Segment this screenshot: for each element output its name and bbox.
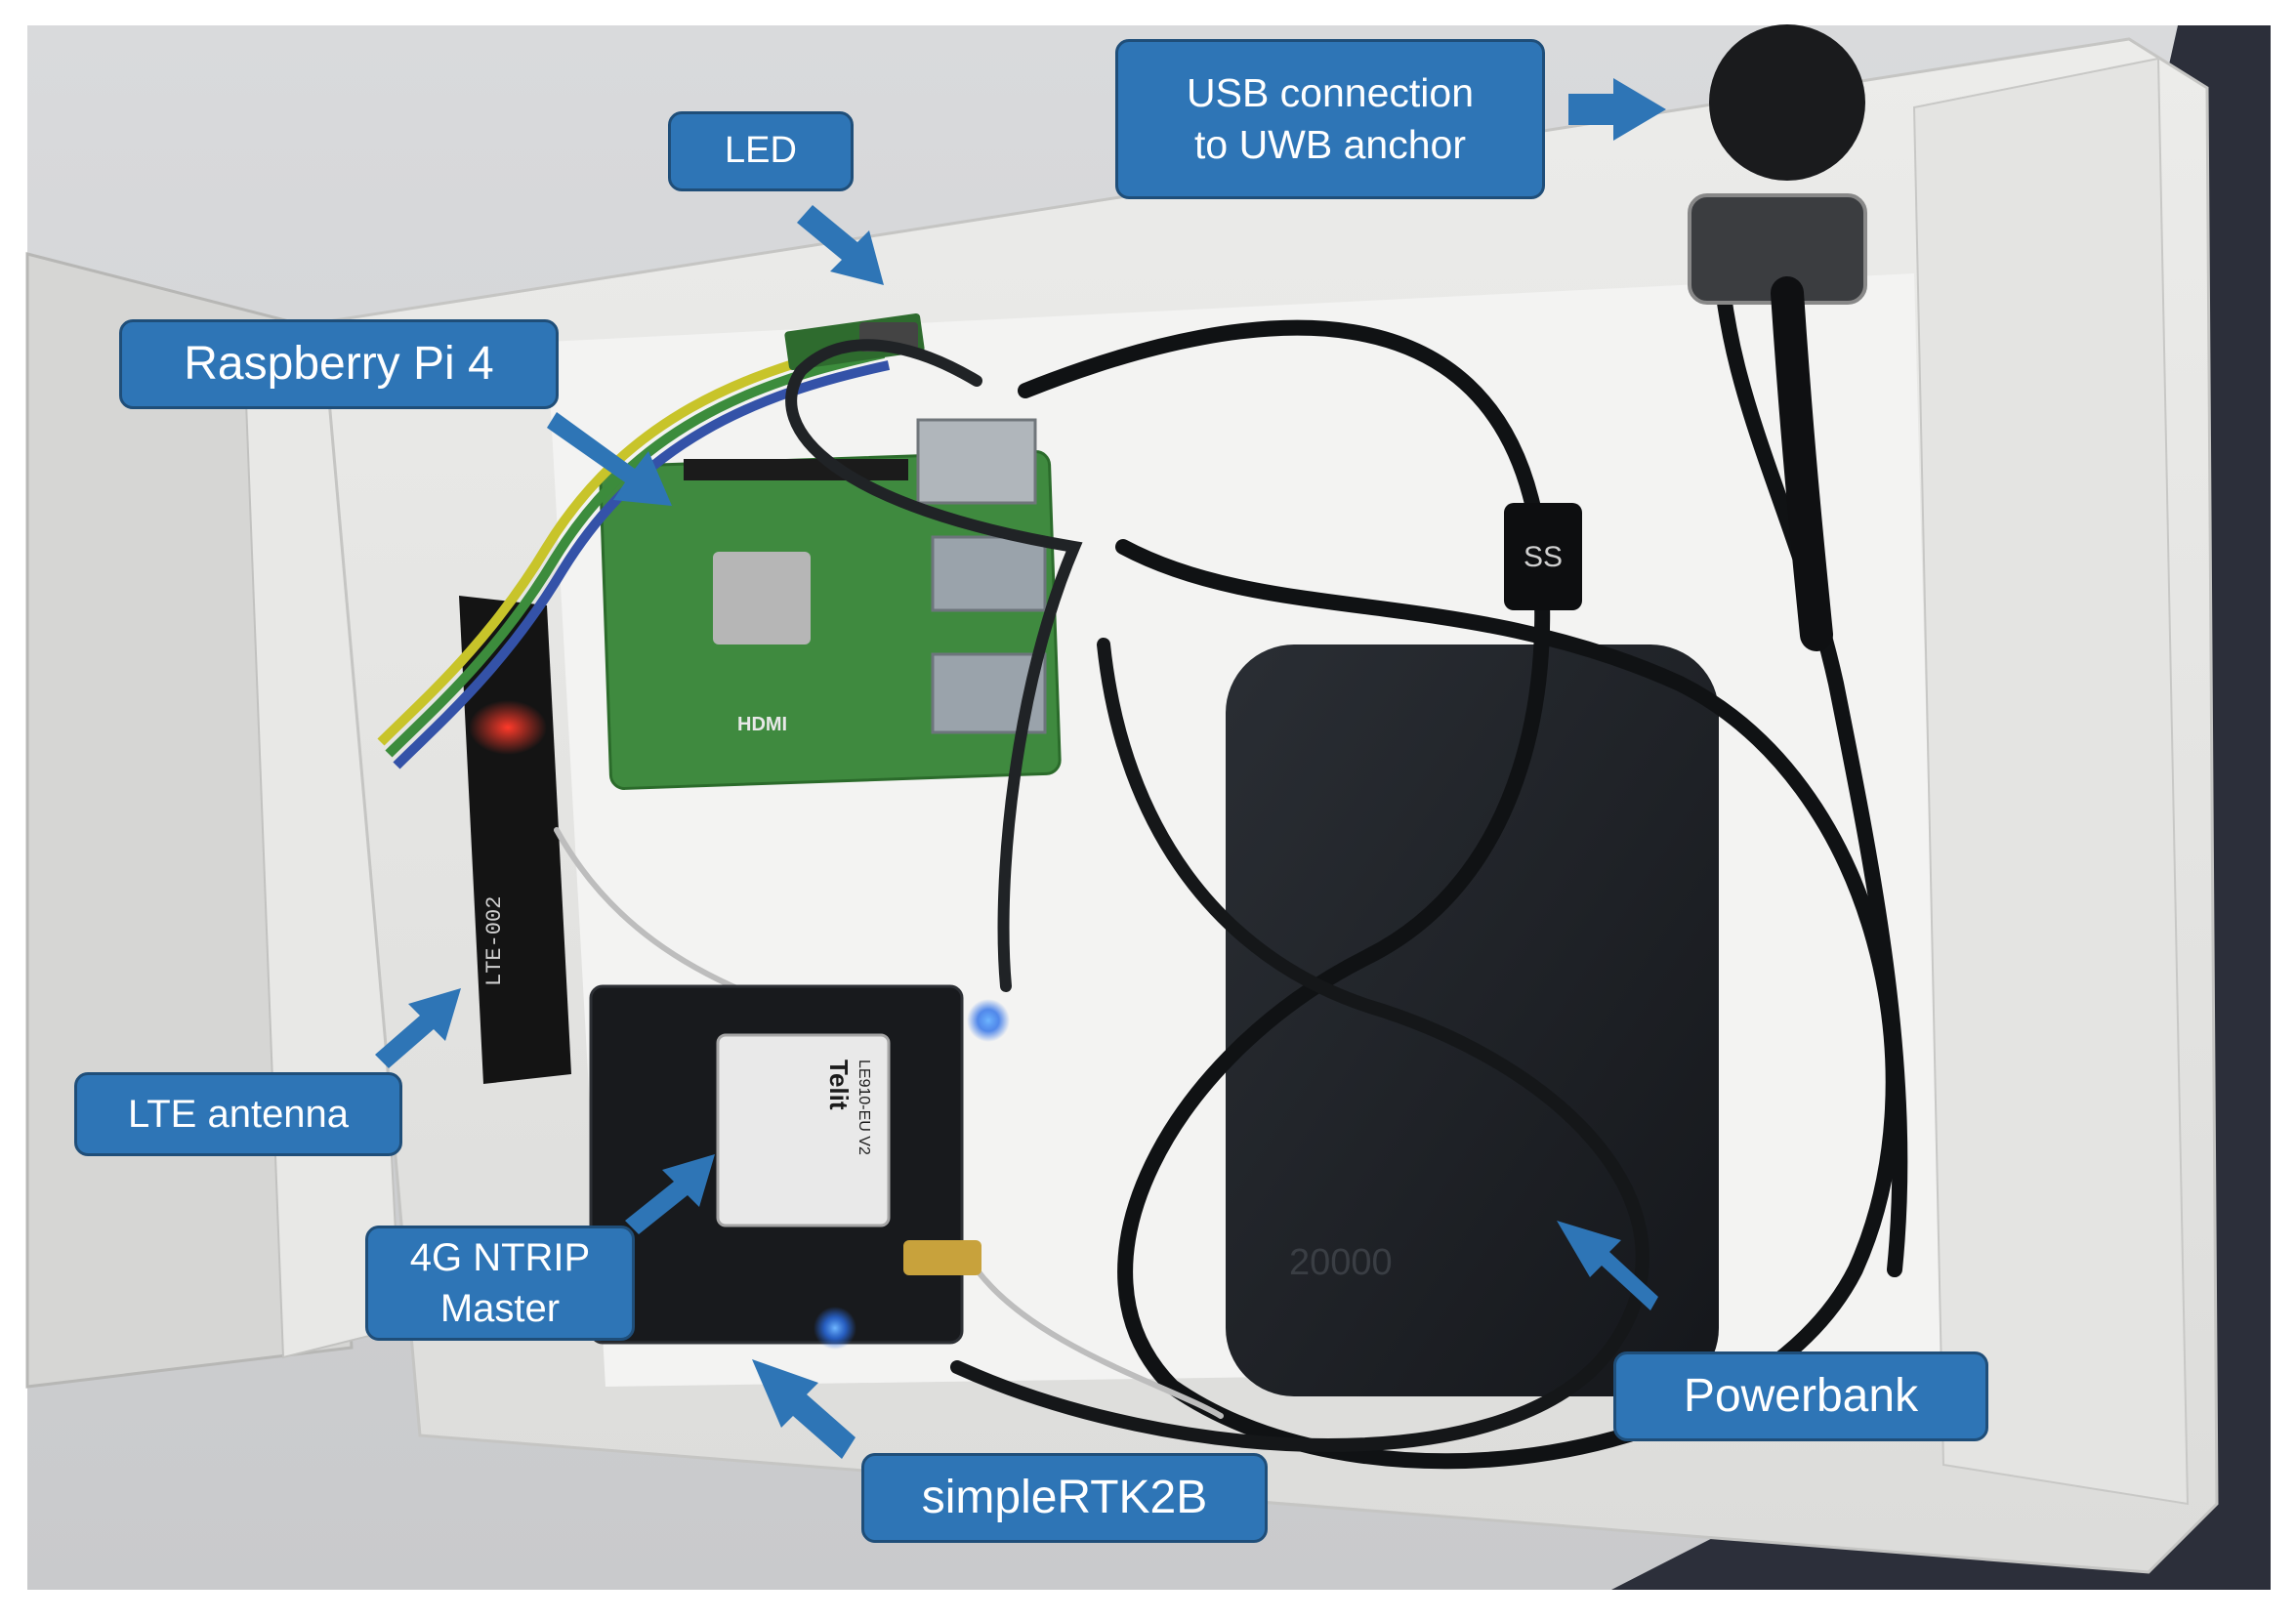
usb-cable-2 xyxy=(1711,217,1908,1277)
rpi-gpio-header xyxy=(684,459,908,480)
rpi-soc xyxy=(713,552,811,644)
telit-model-marking: LE910-EU V2 xyxy=(856,1060,872,1155)
usb-cable-3 xyxy=(785,339,1083,992)
telit-modem xyxy=(716,1033,891,1227)
callout-raspberry-pi: Raspberry Pi 4 xyxy=(119,319,559,409)
usb-panel-connector xyxy=(1709,24,1865,181)
ribbon-wire-blue xyxy=(393,360,891,769)
red-status-light xyxy=(469,700,547,755)
rpi-usb-port-1 xyxy=(931,535,1047,612)
powerbank-capacity-marking: 20000 xyxy=(1289,1242,1393,1283)
lte-antenna-marking: LTE-002 xyxy=(482,896,507,986)
usb-plug-symbol: SS xyxy=(1524,541,1563,573)
arrow-lte xyxy=(375,988,461,1068)
usb-cable-4 xyxy=(950,638,1649,1452)
arrow-usb xyxy=(1568,78,1666,141)
callout-simplertk2b: simpleRTK2B xyxy=(861,1453,1268,1543)
rpi-hdmi-marking: HDMI xyxy=(737,714,787,735)
callout-lte-antenna: LTE antenna xyxy=(74,1072,402,1156)
telit-brand-marking: Telit xyxy=(824,1060,854,1110)
usb-anchor-cable xyxy=(1771,276,1833,651)
rpi-ethernet-port xyxy=(916,418,1037,505)
arrow-rtk xyxy=(752,1359,856,1459)
callout-powerbank: Powerbank xyxy=(1613,1351,1988,1441)
arrow-led xyxy=(797,205,884,285)
powerbank xyxy=(1226,644,1719,1396)
arrow-powerbank xyxy=(1557,1221,1658,1310)
ribbon-wire-green xyxy=(385,349,886,758)
sma-connector xyxy=(903,1240,981,1275)
callout-usb-connection: USB connection to UWB anchor xyxy=(1115,39,1545,199)
callout-ntrip-master: 4G NTRIP Master xyxy=(365,1226,635,1341)
enclosure-right-wall xyxy=(1912,57,2190,1506)
usb-plug xyxy=(1504,503,1582,610)
arrow-rpi xyxy=(547,412,672,506)
callout-led: LED xyxy=(668,111,854,191)
callout-arrows xyxy=(375,78,1666,1459)
arrow-ntrip xyxy=(625,1154,715,1234)
cable-blue-led xyxy=(967,999,1010,1042)
rtk-blue-led xyxy=(814,1307,856,1350)
ribbon-wire-yellow xyxy=(377,337,881,746)
